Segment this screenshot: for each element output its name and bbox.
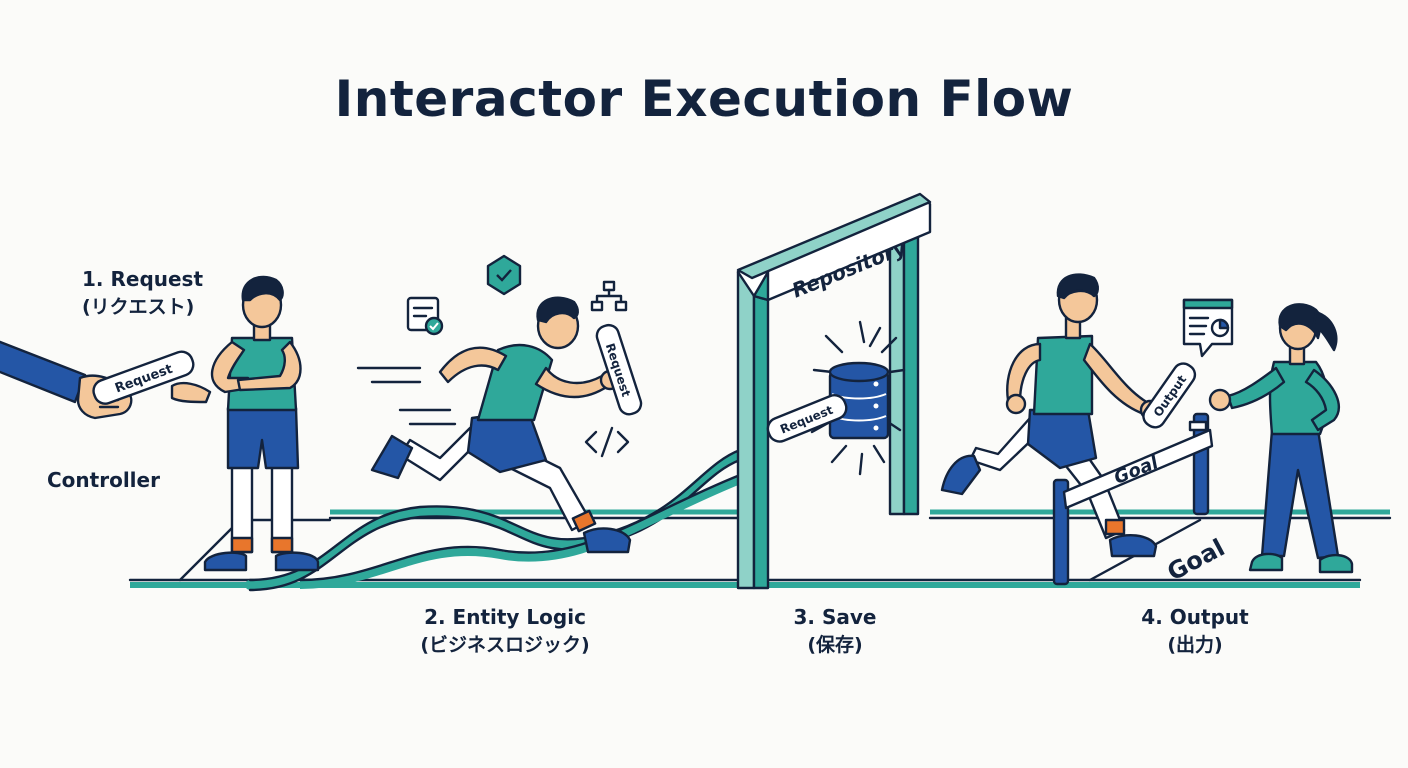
step-2-label: 2. Entity Logic (ビジネスロジック) (380, 603, 630, 659)
code-icon (584, 426, 630, 458)
step-3-subtitle: (保存) (807, 634, 863, 656)
controller-label: Controller (47, 468, 160, 492)
step-4-label: 4. Output (出力) (1120, 603, 1270, 659)
hierarchy-icon (590, 280, 628, 312)
step-3-label: 3. Save (保存) (760, 603, 910, 659)
runner-1-standing (170, 275, 320, 572)
glow-rays (810, 320, 906, 476)
output-baton: Output (1142, 362, 1197, 429)
request-baton-2: Request (595, 323, 643, 416)
report-chart-icon (1182, 298, 1234, 358)
database-icon (828, 361, 890, 440)
step-3-title: 3. Save (793, 605, 877, 629)
request-baton-3: Request (766, 394, 848, 443)
goal-tape-label: Goal (1111, 452, 1162, 489)
runner-3-running (940, 273, 1161, 558)
step-2-subtitle: (ビジネスロジック) (420, 634, 590, 656)
step-2-title: 2. Entity Logic (424, 605, 586, 629)
shield-check-icon (486, 254, 522, 296)
diagram-title: Interactor Execution Flow (334, 70, 1074, 128)
step-4-subtitle: (出力) (1167, 634, 1223, 656)
document-check-icon (406, 296, 444, 336)
motion-lines (356, 366, 457, 426)
step-1-title: 1. Request (82, 267, 204, 291)
step-1-label: 1. Request (リクエスト) (82, 265, 203, 321)
goal-receiver (1208, 303, 1354, 574)
step-1-subtitle: (リクエスト) (82, 296, 195, 318)
step-4-title: 4. Output (1141, 605, 1249, 629)
goal-ground-label: Goal (1163, 533, 1230, 586)
